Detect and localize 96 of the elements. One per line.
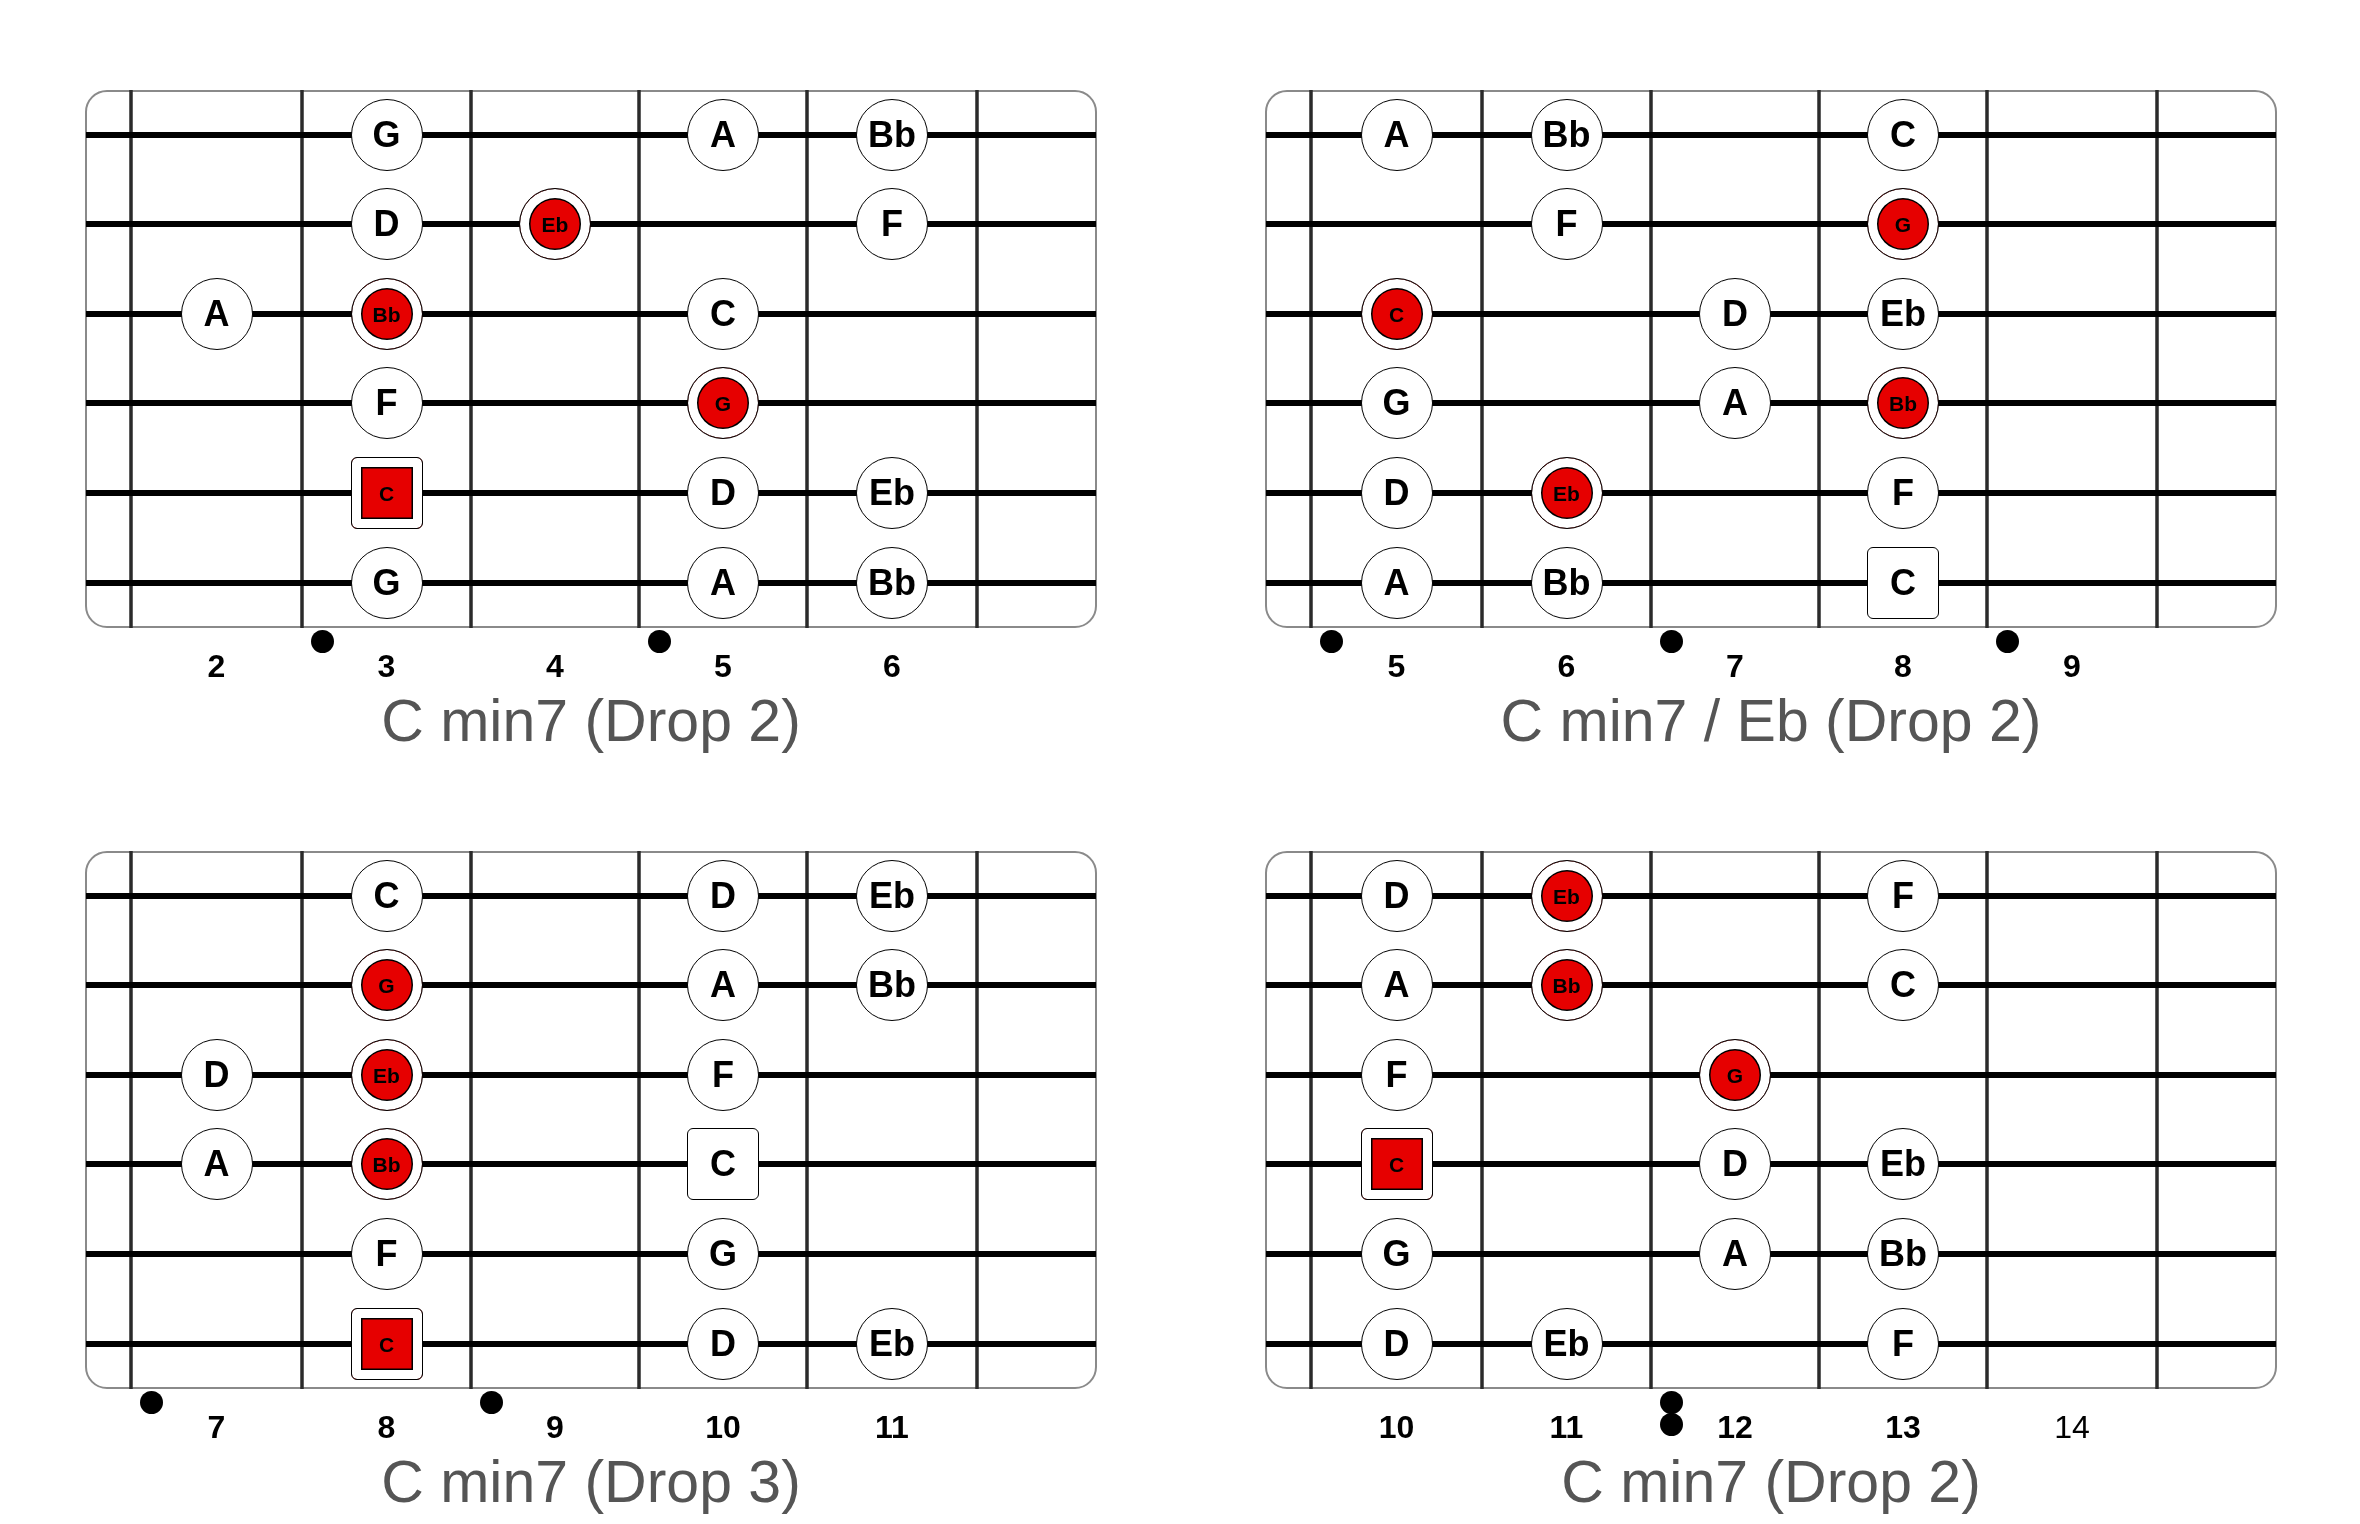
note-circle: F: [1867, 1308, 1939, 1380]
fret-number: 10: [1378, 1411, 1415, 1443]
note-circle: A: [1699, 1218, 1771, 1290]
note-circle: D: [1360, 457, 1433, 529]
note-circle: Bb: [1530, 99, 1603, 171]
note-circle: A: [687, 547, 759, 619]
note-circle: G: [350, 547, 423, 619]
fret-number: 5: [714, 650, 732, 682]
note-circle: F: [1530, 188, 1603, 260]
note-circle: F: [350, 367, 423, 439]
fret-number: 7: [207, 1411, 226, 1443]
fret-number: 2: [207, 650, 226, 682]
highlighted-note-circle: Bb: [350, 1128, 423, 1200]
note-circle: Eb: [856, 1308, 928, 1380]
fret-number: 7: [1726, 650, 1744, 682]
fretboard: [1265, 90, 2277, 628]
note-circle: Bb: [1530, 547, 1603, 619]
note-circle: A: [1360, 99, 1433, 171]
highlighted-note-circle: Eb: [519, 188, 591, 260]
note-circle: D: [1360, 860, 1433, 932]
note-circle: F: [350, 1218, 423, 1290]
highlighted-note-square: C: [350, 1308, 423, 1380]
fretboard: [85, 90, 1097, 628]
fret-number: 5: [1387, 650, 1406, 682]
fret-number: 8: [1894, 650, 1912, 682]
note-circle: A: [1360, 547, 1433, 619]
note-circle: F: [856, 188, 928, 260]
note-circle: G: [687, 1218, 759, 1290]
highlighted-note-circle: Bb: [1530, 949, 1603, 1021]
note-circle: C: [687, 278, 759, 350]
note-circle: D: [687, 457, 759, 529]
highlighted-note-circle: Bb: [350, 278, 423, 350]
note-circle: Bb: [856, 547, 928, 619]
note-circle: Bb: [856, 99, 928, 171]
note-circle: D: [350, 188, 423, 260]
note-circle: Eb: [1530, 1308, 1603, 1380]
chord-name: C min7 (Drop 2): [381, 691, 801, 751]
note-circle: D: [687, 1308, 759, 1380]
highlighted-note-circle: G: [1699, 1039, 1771, 1111]
highlighted-note-circle: G: [350, 949, 423, 1021]
highlighted-note-circle: G: [687, 367, 759, 439]
highlighted-note-circle: Eb: [1530, 457, 1603, 529]
note-circle: A: [180, 1128, 253, 1200]
note-circle: Bb: [1867, 1218, 1939, 1290]
chord-name: C min7 (Drop 3): [381, 1452, 801, 1512]
note-circle: F: [687, 1039, 759, 1111]
note-circle: D: [1360, 1308, 1433, 1380]
fretboard: [85, 851, 1097, 1389]
fretboard: [1265, 851, 2277, 1389]
note-circle: D: [1699, 278, 1771, 350]
fret-number: 12: [1717, 1411, 1753, 1443]
fret-number: 6: [883, 650, 901, 682]
note-circle: A: [687, 949, 759, 1021]
note-circle: Eb: [856, 457, 928, 529]
fret-number: 14: [2054, 1411, 2090, 1443]
note-circle: A: [1360, 949, 1433, 1021]
note-circle: Eb: [856, 860, 928, 932]
note-circle: D: [1699, 1128, 1771, 1200]
fret-number: 11: [1549, 1411, 1584, 1443]
note-circle: F: [1360, 1039, 1433, 1111]
fret-number: 8: [377, 1411, 396, 1443]
highlighted-note-circle: C: [1360, 278, 1433, 350]
fret-number: 3: [377, 650, 396, 682]
note-circle: F: [1867, 457, 1939, 529]
chord-name: C min7 / Eb (Drop 2): [1500, 691, 2042, 751]
highlighted-note-square: C: [1360, 1128, 1433, 1200]
note-circle: D: [180, 1039, 253, 1111]
note-circle: G: [1360, 367, 1433, 439]
fret-number: 6: [1557, 650, 1576, 682]
note-circle: C: [1867, 99, 1939, 171]
chord-name: C min7 (Drop 2): [1561, 1452, 1981, 1512]
fret-number: 13: [1885, 1411, 1921, 1443]
note-circle: F: [1867, 860, 1939, 932]
highlighted-note-circle: Bb: [1867, 367, 1939, 439]
fret-number: 4: [546, 650, 564, 682]
note-circle: C: [350, 860, 423, 932]
note-circle: D: [687, 860, 759, 932]
note-circle: G: [350, 99, 423, 171]
fret-number: 11: [875, 1411, 909, 1443]
fret-number: 9: [2063, 650, 2081, 682]
note-circle: Bb: [856, 949, 928, 1021]
note-circle: C: [1867, 949, 1939, 1021]
note-circle: Eb: [1867, 1128, 1939, 1200]
note-circle: Eb: [1867, 278, 1939, 350]
note-circle: A: [687, 99, 759, 171]
highlighted-note-circle: G: [1867, 188, 1939, 260]
fret-number: 10: [705, 1411, 741, 1443]
note-circle: G: [1360, 1218, 1433, 1290]
note-circle: A: [1699, 367, 1771, 439]
note-circle: A: [180, 278, 253, 350]
note-square: C: [1867, 547, 1939, 619]
fret-number: 9: [546, 1411, 564, 1443]
note-square: C: [687, 1128, 759, 1200]
highlighted-note-circle: Eb: [1530, 860, 1603, 932]
highlighted-note-circle: Eb: [350, 1039, 423, 1111]
highlighted-note-square: C: [350, 457, 423, 529]
